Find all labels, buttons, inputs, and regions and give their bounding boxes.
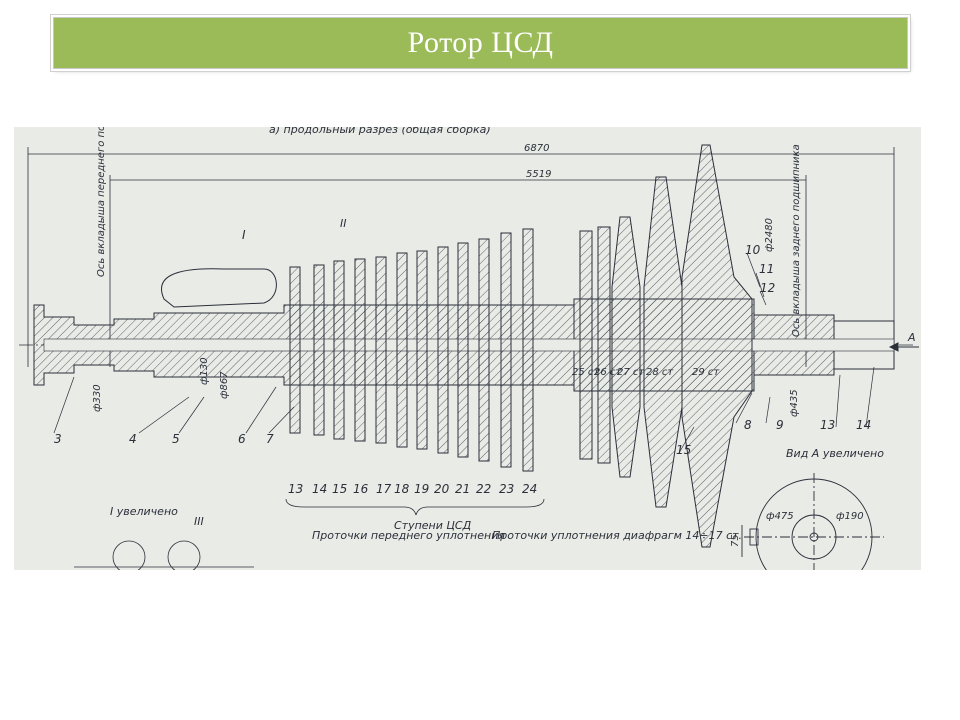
diam-130-label: ф130 xyxy=(199,357,210,385)
diam-475-label: ф475 xyxy=(766,511,794,522)
diam-2480-label: ф2480 xyxy=(764,218,775,252)
part-leaders xyxy=(53,252,875,454)
part-number: 12 xyxy=(760,281,775,295)
stages-brace xyxy=(285,498,545,516)
diam-190-label: ф190 xyxy=(836,511,864,522)
stage-number: 18 xyxy=(394,482,410,496)
stage-number: 21 xyxy=(455,482,470,496)
part-number: 3 xyxy=(54,432,62,446)
part-number: 8 xyxy=(744,418,752,432)
diam-435-label: ф435 xyxy=(789,389,800,417)
stage-number-labels: 13 14 15 16 17 18 19 20 21 22 23 24 xyxy=(288,482,537,496)
detail-I-circles xyxy=(74,540,254,570)
slide-title: Ротор ЦСД xyxy=(407,26,554,59)
slide-title-bar: Ротор ЦСД xyxy=(53,17,908,69)
diam-867-label: ф867 xyxy=(219,371,230,399)
view-A-arrow-label: A xyxy=(907,331,916,344)
view-A-flange xyxy=(741,473,884,570)
detail-I-marker: I xyxy=(242,228,246,242)
view-A-caption: Вид А увеличено xyxy=(786,447,884,460)
stage-number: 17 xyxy=(376,482,392,496)
part-number: 11 xyxy=(759,262,774,276)
dim-bearings-label: 5519 xyxy=(526,169,551,180)
front-seal-caption: Проточки переднего уплотнения xyxy=(312,529,505,542)
detail-I-caption: I увеличено xyxy=(110,505,178,518)
diam-330-label: ф330 xyxy=(92,384,103,412)
rotor-drawing: а) продольный разрез (общая сборка) 6870… xyxy=(14,127,921,570)
detail-III-marker: III xyxy=(194,515,204,528)
stage-number: 23 xyxy=(499,482,514,496)
front-bearing-label: Ось вкладыша переднего подшипника xyxy=(96,127,107,277)
stages-caption: Ступени ЦСД xyxy=(394,519,472,532)
stage-label: 29 ст xyxy=(692,367,720,378)
stage-number: 14 xyxy=(312,482,327,496)
drawing-header-label: а) продольный разрез (общая сборка) xyxy=(269,127,491,136)
diaphragm-caption: Проточки уплотнения диафрагм 14÷17 ст. xyxy=(492,529,742,542)
part-number: 6 xyxy=(238,432,246,446)
stage-number: 19 xyxy=(414,482,429,496)
dim-75-label: 75 xyxy=(730,534,741,547)
part-number: 4 xyxy=(129,432,137,446)
detail-II-marker: II xyxy=(340,217,347,230)
detail-I-outline xyxy=(161,268,277,308)
stage-label: 26 ст xyxy=(594,367,622,378)
stage-number: 22 xyxy=(476,482,491,496)
dim-overall-label: 6870 xyxy=(524,143,549,154)
part-number: 10 xyxy=(745,243,761,257)
part-number: 9 xyxy=(776,418,784,432)
part-number: 15 xyxy=(676,443,691,457)
part-number: 13 xyxy=(820,418,835,432)
stage-number: 20 xyxy=(434,482,450,496)
stage-number: 16 xyxy=(353,482,369,496)
part-number: 14 xyxy=(856,418,871,432)
part-number-labels: 3 4 5 6 7 8 9 10 11 12 13 14 15 xyxy=(54,243,871,457)
stage-number: 13 xyxy=(288,482,303,496)
stage-label: 27 ст xyxy=(617,367,645,378)
stage-number: 24 xyxy=(522,482,537,496)
rotor-drawing-svg: а) продольный разрез (общая сборка) 6870… xyxy=(19,127,919,570)
view-A-arrow xyxy=(888,342,919,352)
stage-label: 28 ст xyxy=(646,367,674,378)
stage-label: 25 ст xyxy=(572,367,600,378)
rotor-bore xyxy=(43,338,895,352)
rear-bearing-label: Ось вкладыша заднего подшипника xyxy=(791,144,802,337)
part-number: 7 xyxy=(266,432,274,446)
stage-labels-right: 25 ст 26 ст 27 ст 28 ст 29 ст xyxy=(572,367,720,378)
disc-stages xyxy=(289,144,753,548)
stage-number: 15 xyxy=(332,482,347,496)
part-number: 5 xyxy=(172,432,180,446)
